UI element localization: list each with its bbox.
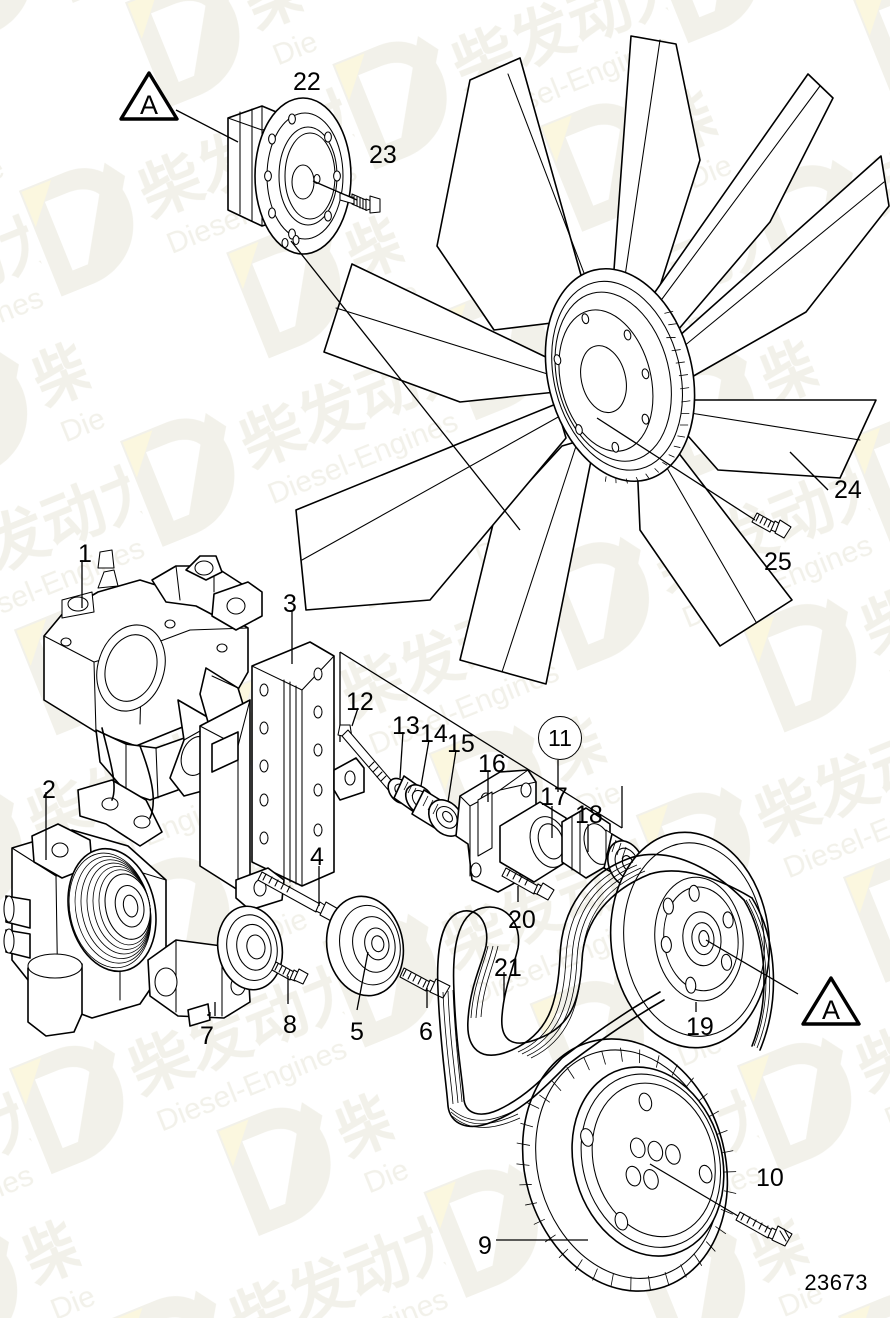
callout-3: 3 (283, 590, 297, 618)
callout-10: 10 (756, 1164, 784, 1192)
callout-21: 21 (494, 954, 522, 982)
callout-5: 5 (350, 1018, 364, 1046)
callout-1: 1 (78, 540, 92, 568)
callout-11: 11 (538, 716, 582, 760)
callout-20: 20 (508, 906, 536, 934)
drawing-number: 23673 (804, 1270, 868, 1295)
callout-14: 14 (420, 720, 448, 748)
callout-2: 2 (42, 776, 56, 804)
callout-17: 17 (540, 783, 568, 811)
part-25-fan-bolt (751, 512, 792, 539)
part-10-damper-bolt (735, 1211, 793, 1247)
callout-9: 9 (478, 1232, 492, 1260)
callout-8: 8 (283, 1011, 297, 1039)
callout-4: 4 (310, 843, 324, 871)
callout-6: 6 (419, 1018, 433, 1046)
reference-mark-a-top-label: A (140, 90, 158, 120)
part-8-tensioner-bolt (271, 961, 309, 985)
callout-7: 7 (200, 1022, 214, 1050)
part-22-fan-hub-flange (227, 97, 352, 255)
callout-23: 23 (369, 141, 397, 169)
part-9-crankshaft-damper (516, 1038, 737, 1292)
callout-16: 16 (478, 750, 506, 778)
part-6-flange-bolt (399, 967, 451, 999)
reference-mark-a-bottom: A (800, 975, 862, 1027)
callout-19: 19 (686, 1013, 714, 1041)
callout-22: 22 (293, 68, 321, 96)
callout-15: 15 (447, 730, 475, 758)
callout-24: 24 (834, 476, 862, 504)
callout-18: 18 (575, 801, 603, 829)
reference-mark-a-bottom-label: A (822, 995, 840, 1025)
callout-25: 25 (764, 548, 792, 576)
part-2-water-pump (3, 779, 167, 1037)
callout-13: 13 (392, 712, 420, 740)
part-7-belt-tensioner (147, 905, 284, 1027)
callout-12: 12 (346, 688, 374, 716)
reference-mark-a-top: A (118, 70, 180, 122)
